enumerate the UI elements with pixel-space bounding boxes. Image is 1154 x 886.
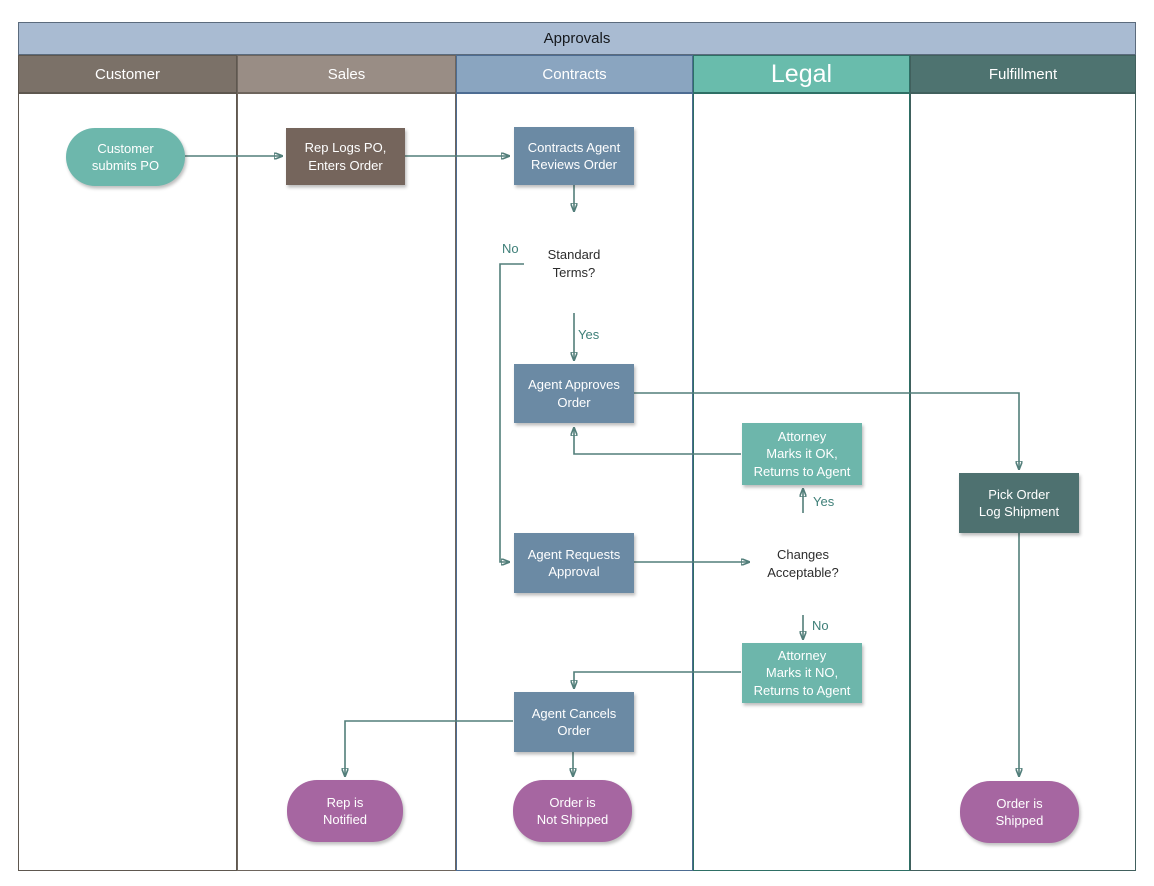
node-standard-terms: Standard Terms? (524, 214, 624, 314)
diagram-title: Approvals (543, 30, 611, 47)
node-agent-cancels-order: Agent Cancels Order (514, 692, 634, 752)
node-changes-acceptable: Changes Acceptable? (753, 514, 853, 614)
edge-approves-to-pick (633, 392, 1019, 469)
edge-label-changes-no: No (812, 618, 829, 633)
edge-label-standard-terms-no: No (502, 241, 519, 256)
node-agent-cancels-order-label: Agent Cancels Order (531, 705, 617, 738)
node-order-is-shipped-label: Order is Shipped (995, 795, 1044, 828)
node-pick-order-log-shipment-label: Pick Order Log Shipment (978, 486, 1060, 519)
node-customer-submits-po-label: Customer submits PO (91, 140, 160, 173)
lane-header-customer: Customer (18, 55, 237, 93)
node-rep-is-notified-label: Rep is Notified (322, 794, 368, 827)
edge-attorney-no-to-cancels (574, 671, 741, 688)
node-order-is-not-shipped-label: Order is Not Shipped (536, 794, 609, 827)
node-customer-submits-po: Customer submits PO (66, 128, 185, 186)
lane-body-sales (237, 93, 456, 871)
edge-label-standard-terms-yes: Yes (578, 327, 600, 342)
node-changes-acceptable-label: Changes Acceptable? (767, 547, 839, 580)
node-rep-is-notified: Rep is Notified (287, 780, 403, 842)
edge-label-changes-yes: Yes (813, 494, 835, 509)
node-contracts-agent-reviews: Contracts Agent Reviews Order (514, 127, 634, 185)
node-rep-logs-po: Rep Logs PO, Enters Order (286, 128, 405, 185)
lane-header-sales: Sales (237, 55, 456, 93)
lane-header-contracts: Contracts (456, 55, 693, 93)
node-agent-approves-order-label: Agent Approves Order (528, 377, 620, 410)
lane-header-fulfillment-label: Fulfillment (988, 65, 1058, 83)
lane-header-legal-label: Legal (770, 59, 833, 88)
node-rep-logs-po-label: Rep Logs PO, Enters Order (304, 140, 387, 173)
node-standard-terms-label: Standard Terms? (547, 247, 601, 280)
lane-header-contracts-label: Contracts (542, 65, 607, 83)
edge-cancels-to-notified (345, 720, 513, 776)
node-attorney-marks-no: Attorney Marks it NO, Returns to Agent (742, 643, 862, 703)
lane-header-sales-label: Sales (327, 65, 366, 83)
lane-header-fulfillment: Fulfillment (910, 55, 1136, 93)
lane-header-legal: Legal (693, 55, 910, 93)
edge-standard-no (499, 263, 524, 562)
node-agent-approves-order: Agent Approves Order (514, 364, 634, 423)
lane-body-customer (18, 93, 237, 871)
node-pick-order-log-shipment: Pick Order Log Shipment (959, 473, 1079, 533)
node-attorney-marks-no-label: Attorney Marks it NO, Returns to Agent (753, 648, 851, 698)
edge-attorney-ok-to-approves (574, 428, 741, 455)
node-attorney-marks-ok: Attorney Marks it OK, Returns to Agent (742, 423, 862, 485)
node-agent-requests-approval-label: Agent Requests Approval (527, 546, 621, 579)
node-attorney-marks-ok-label: Attorney Marks it OK, Returns to Agent (753, 429, 851, 479)
lane-header-customer-label: Customer (94, 65, 161, 83)
diagram-title-band: Approvals (18, 22, 1136, 55)
node-agent-requests-approval: Agent Requests Approval (514, 533, 634, 593)
node-contracts-agent-reviews-label: Contracts Agent Reviews Order (527, 139, 621, 172)
node-order-is-not-shipped: Order is Not Shipped (513, 780, 632, 842)
node-order-is-shipped: Order is Shipped (960, 781, 1079, 843)
